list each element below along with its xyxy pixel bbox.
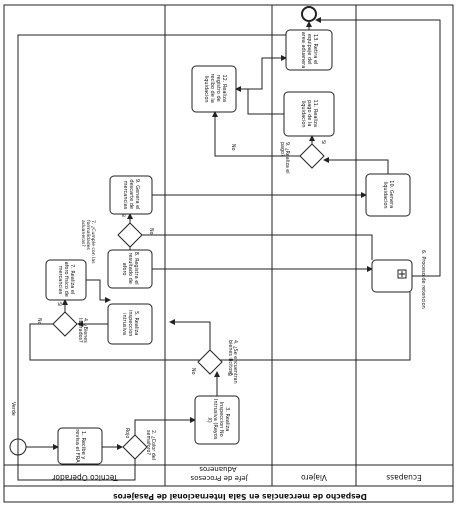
flow-label-no3: No — [190, 368, 196, 375]
flow-label-rojo: Rojo — [124, 428, 130, 438]
task-inspeccion-intrusiva-label: 5. Realiza inspeccion intrusiva — [121, 310, 139, 338]
task-inspeccion-intrusiva: 5. Realiza inspeccion intrusiva — [107, 303, 153, 345]
task-liquidacion-label: 10. Genera liquidacion — [382, 180, 394, 209]
gateway-bienes — [197, 349, 223, 375]
gateway-bienes-label: 4. ¿Se encuentran bienes ilicitos? — [227, 340, 238, 385]
task-recibo: 12. Realiza registro de recibo de la liq… — [191, 65, 237, 113]
pool-title: Despacho de mercancias en Sala Internaci… — [113, 492, 367, 501]
flow-recibo-to-retira — [236, 55, 287, 90]
end-event — [301, 6, 317, 22]
task-resultado: 8. Registra el resultado de aforo — [107, 249, 153, 289]
gateway-liberados-label: 4. ¿Bienes liberados? — [77, 318, 88, 344]
task-resultado-label: 8. Registra el resultado de aforo — [121, 252, 139, 287]
task-pago: 11. Realiza pago de la liquidacion — [283, 91, 335, 137]
gateway-liberados — [52, 311, 78, 337]
task-pago-label: 11. Realiza pago de la liquidacion — [300, 100, 318, 129]
flow-label-verde: Verde — [10, 402, 16, 416]
task-aforo: 7. Realiza el aforo fisico de mercancias — [45, 259, 87, 301]
flow-no-liberados — [29, 292, 411, 361]
task-inspeccion-rayos: 3. Realiza Inspeccion No Intrusiva (Rayo… — [194, 395, 240, 445]
flow-label-si2: Si — [120, 213, 126, 217]
task-aforo-label: 7. Realiza el aforo fisico de mercancias — [57, 262, 75, 299]
subprocess-retencion-label: 6. Proceso de retencion — [420, 250, 426, 309]
flow-verde-a — [17, 398, 136, 481]
task-retira-label: 13. Retira el equipaje del area aduanera — [300, 32, 318, 69]
lane-label-ecuapass: Ecuapass — [386, 473, 421, 482]
gateway-formalidades-label: 7. ¿Cumple con las formalidades aduanera… — [80, 220, 96, 265]
task-retira: 13. Retira el equipaje del area aduanera — [285, 29, 333, 71]
gateway-pago-label: 9. ¿Realiza el pago? — [279, 142, 290, 175]
flow-no-formalidades — [142, 234, 373, 260]
task-recibe: 1. Recibe y revisa el FRA — [57, 427, 103, 465]
flow-label-si1: Si — [56, 302, 62, 306]
task-recibe-label: 1. Recibe y revisa el FRA — [74, 429, 86, 463]
task-liquidacion: 10. Genera liquidacion — [365, 173, 411, 217]
flow-label-no1: No — [36, 318, 42, 325]
task-descarte-label: 9. Genera el descarte de mercancias — [122, 179, 140, 211]
flow-no-pago — [212, 111, 300, 157]
task-inspeccion-rayos-label: 3. Realiza Inspeccion No Intrusiva (Rayo… — [206, 399, 230, 441]
flow-rojo — [134, 417, 196, 435]
flow-liquidacion-to-gpago — [323, 157, 389, 174]
lane-label-tecnico: Tecnico Operador — [51, 473, 118, 482]
flow-label-si4: Si — [320, 140, 326, 144]
task-descarte: 9. Genera el descarte de mercancias — [109, 175, 153, 215]
lane-label-jefe: Jefe de Procesos Aduaneros — [188, 465, 248, 482]
gateway-color-label: 2. ¿Color del semaforo? — [145, 430, 156, 462]
flow-si-bienes — [169, 319, 211, 350]
flow-aforo-to-resultado — [86, 279, 111, 303]
flow-pago-to-recibo — [235, 86, 284, 115]
task-recibo-label: 12. Realiza registro de recibo de la liq… — [203, 74, 227, 105]
gateway-pago — [299, 143, 325, 169]
flow-label-si3: Si — [226, 372, 232, 376]
subprocess-retencion — [371, 259, 413, 293]
flow-retencion-to-end — [315, 17, 441, 277]
lane-label-viajero: Viajero — [301, 473, 327, 482]
flow-label-no4: No — [230, 144, 236, 151]
flow-label-no2: No — [148, 228, 154, 235]
